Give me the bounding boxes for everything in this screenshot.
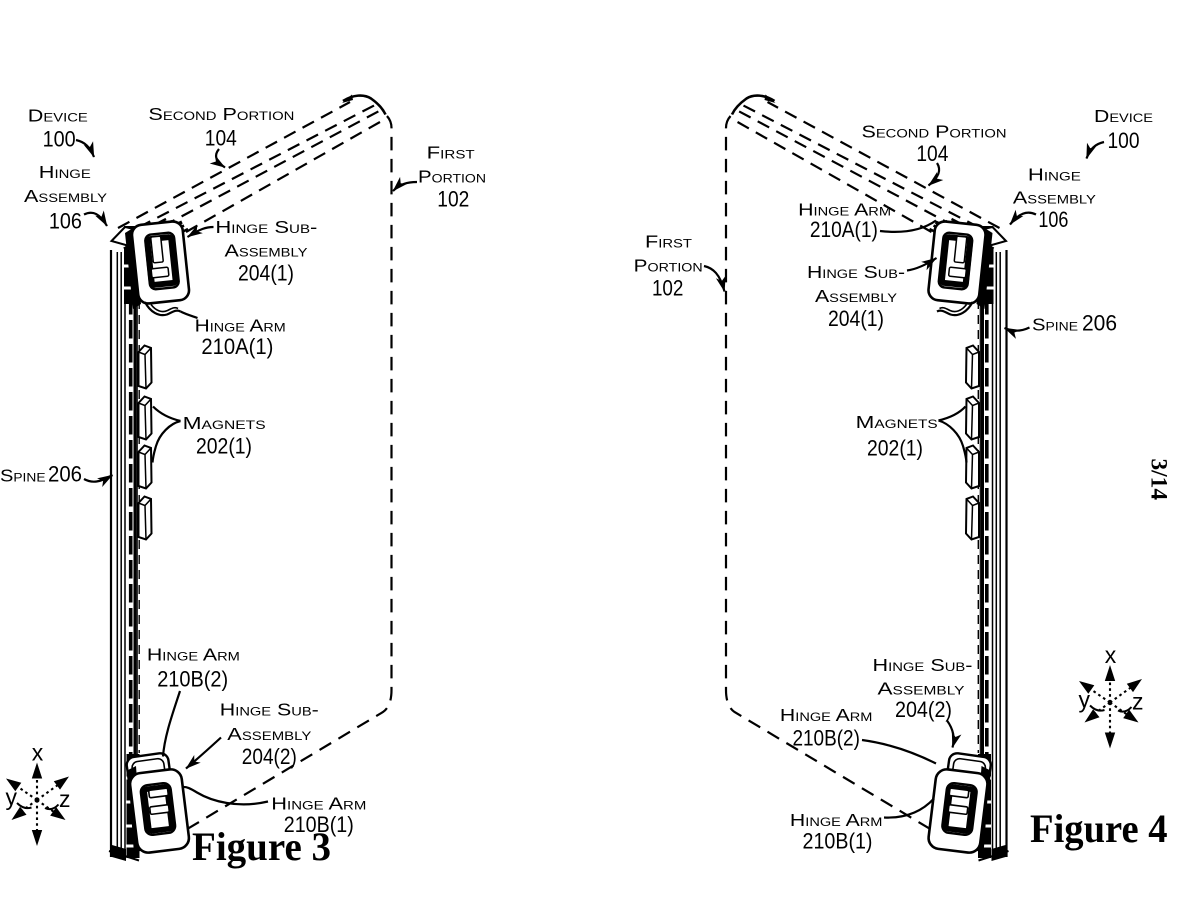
svg-text:Figure 4: Figure 4 bbox=[1030, 806, 1168, 851]
svg-text:Hinge Sub-: Hinge Sub- bbox=[215, 217, 317, 237]
svg-text:210A(1): 210A(1) bbox=[201, 334, 273, 359]
svg-text:102: 102 bbox=[437, 187, 469, 212]
svg-text:Portion: Portion bbox=[634, 255, 703, 275]
svg-text:First: First bbox=[427, 143, 476, 163]
svg-text:Spine: Spine bbox=[1032, 315, 1078, 335]
svg-text:204(1): 204(1) bbox=[828, 306, 884, 331]
svg-text:Hinge Arm: Hinge Arm bbox=[790, 810, 883, 830]
svg-text:Magnets: Magnets bbox=[856, 412, 938, 432]
svg-text:Hinge: Hinge bbox=[39, 162, 91, 182]
svg-text:x: x bbox=[1105, 642, 1117, 668]
svg-text:Hinge Sub-: Hinge Sub- bbox=[873, 655, 973, 675]
svg-text:Hinge Sub-: Hinge Sub- bbox=[807, 262, 905, 282]
svg-text:Assembly: Assembly bbox=[878, 679, 965, 699]
svg-text:Hinge Arm: Hinge Arm bbox=[147, 645, 240, 665]
svg-text:Hinge Arm: Hinge Arm bbox=[780, 705, 873, 725]
svg-text:3/14: 3/14 bbox=[1147, 459, 1172, 501]
svg-text:Hinge Sub-: Hinge Sub- bbox=[220, 700, 319, 720]
svg-text:204(1): 204(1) bbox=[238, 261, 294, 286]
svg-text:210B(2): 210B(2) bbox=[792, 726, 860, 751]
svg-text:210A(1): 210A(1) bbox=[810, 217, 878, 242]
svg-text:Second Portion: Second Portion bbox=[862, 122, 1007, 142]
svg-text:100: 100 bbox=[1108, 128, 1140, 153]
svg-text:Second Portion: Second Portion bbox=[148, 104, 294, 124]
svg-text:Assembly: Assembly bbox=[227, 724, 311, 744]
svg-text:Assembly: Assembly bbox=[815, 286, 897, 306]
svg-text:z: z bbox=[1132, 689, 1144, 715]
svg-text:z: z bbox=[59, 786, 70, 812]
svg-text:Hinge Arm: Hinge Arm bbox=[798, 200, 891, 220]
svg-text:First: First bbox=[645, 231, 693, 251]
svg-text:202(1): 202(1) bbox=[196, 434, 252, 459]
svg-text:Device: Device bbox=[1094, 106, 1153, 126]
svg-text:Portion: Portion bbox=[418, 167, 486, 187]
svg-text:Magnets: Magnets bbox=[183, 413, 266, 433]
svg-text:210B(2): 210B(2) bbox=[157, 667, 228, 692]
svg-text:Hinge: Hinge bbox=[1028, 164, 1081, 184]
svg-text:204(2): 204(2) bbox=[242, 744, 297, 769]
svg-text:y: y bbox=[1078, 687, 1090, 713]
svg-text:y: y bbox=[5, 784, 17, 810]
svg-text:Spine: Spine bbox=[0, 466, 46, 486]
svg-text:104: 104 bbox=[916, 141, 948, 166]
svg-text:104: 104 bbox=[205, 125, 237, 150]
svg-text:Assembly: Assembly bbox=[24, 186, 107, 206]
svg-text:206: 206 bbox=[1082, 311, 1117, 336]
svg-text:Assembly: Assembly bbox=[225, 241, 308, 261]
svg-text:204(2): 204(2) bbox=[895, 697, 952, 722]
svg-text:Assembly: Assembly bbox=[1013, 188, 1096, 208]
svg-text:206: 206 bbox=[48, 462, 82, 487]
svg-text:106: 106 bbox=[1038, 207, 1068, 232]
svg-text:202(1): 202(1) bbox=[867, 436, 923, 461]
svg-text:210B(1): 210B(1) bbox=[803, 829, 873, 854]
svg-text:x: x bbox=[32, 740, 44, 766]
svg-text:102: 102 bbox=[652, 276, 684, 301]
svg-text:Figure 3: Figure 3 bbox=[192, 824, 331, 869]
svg-text:Hinge Arm: Hinge Arm bbox=[195, 316, 286, 336]
svg-text:100: 100 bbox=[43, 127, 76, 152]
svg-text:Device: Device bbox=[28, 105, 88, 125]
svg-text:210B(1): 210B(1) bbox=[284, 812, 354, 837]
svg-text:106: 106 bbox=[49, 209, 82, 234]
svg-text:Hinge Arm: Hinge Arm bbox=[271, 794, 366, 814]
